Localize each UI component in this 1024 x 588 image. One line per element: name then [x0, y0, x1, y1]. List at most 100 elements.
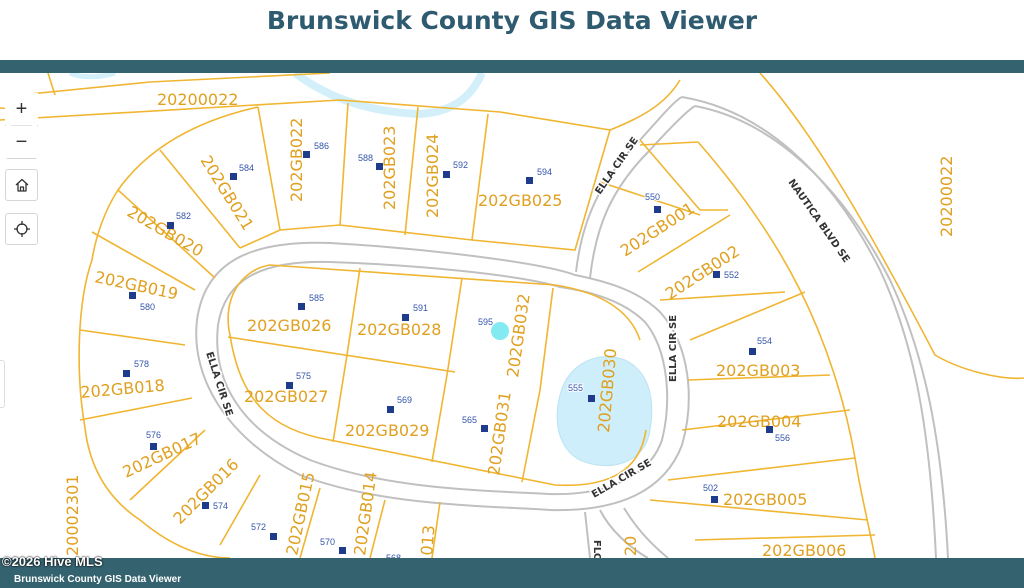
parcel-label: 20	[621, 536, 640, 556]
watermark: ©2026 Hive MLS	[2, 554, 103, 569]
parcel-label: 20002301	[63, 475, 82, 556]
address-marker[interactable]	[167, 222, 174, 229]
address-marker[interactable]	[588, 395, 595, 402]
address-marker[interactable]	[286, 382, 293, 389]
map-canvas[interactable]: ELLA CIR SE ELLA CIR SE ELLA CIR SE ELLA…	[0, 73, 1024, 558]
road-nautica-blvd	[681, 96, 937, 558]
zoom-out-button[interactable]: −	[5, 126, 38, 158]
locate-button[interactable]	[5, 213, 38, 245]
parcel-label: 202GB024	[423, 134, 442, 218]
selected-location-dot[interactable]	[491, 322, 509, 340]
address-label: 565	[462, 415, 477, 425]
home-button[interactable]	[5, 169, 38, 201]
parcel-label: 202GB031	[484, 390, 515, 476]
address-label: 578	[134, 359, 149, 369]
address-marker[interactable]	[270, 533, 277, 540]
roads	[195, 96, 949, 558]
parcel-label: 202GB019	[93, 267, 180, 303]
address-label: 574	[213, 501, 228, 511]
side-panel-handle[interactable]	[0, 360, 5, 408]
parcel-label: 202GB016	[169, 455, 242, 528]
header: Brunswick County GIS Data Viewer	[0, 0, 1024, 60]
address-label: 502	[703, 483, 718, 493]
address-label: 568	[386, 553, 401, 558]
parcel-label: 202GB020	[124, 202, 207, 261]
parcel-lines	[0, 73, 1024, 558]
address-marker[interactable]	[376, 163, 383, 170]
address-marker[interactable]	[713, 271, 720, 278]
address-label: 594	[537, 167, 552, 177]
parcel-label: 20200022	[157, 90, 238, 109]
parcel-label: 20200022	[937, 156, 956, 237]
road-ella-cir-ne-2	[589, 105, 696, 279]
address-label: 595	[478, 317, 493, 327]
address-marker[interactable]	[150, 443, 157, 450]
address-label: 582	[176, 211, 191, 221]
address-label: 586	[314, 141, 329, 151]
address-marker[interactable]	[749, 348, 756, 355]
address-label: 584	[239, 163, 254, 173]
road-ella-cir-ne	[575, 96, 683, 273]
parcel-label: 202GB028	[357, 320, 441, 339]
address-marker[interactable]	[481, 425, 488, 432]
address-label: 572	[251, 522, 266, 532]
address-marker[interactable]	[303, 151, 310, 158]
address-marker[interactable]	[654, 206, 661, 213]
address-label: 592	[453, 160, 468, 170]
road-ella-cir-inner	[216, 260, 669, 496]
address-marker[interactable]	[526, 177, 533, 184]
address-label: 554	[757, 336, 772, 346]
address-marker[interactable]	[123, 370, 130, 377]
parcel-label: 202GB017	[120, 429, 205, 482]
address-marker[interactable]	[202, 502, 209, 509]
parcel-label: 202GB005	[723, 490, 807, 509]
address-marker[interactable]	[766, 426, 773, 433]
footer-title: Brunswick County GIS Data Viewer	[14, 574, 182, 585]
parcel-label: 202GB004	[717, 412, 801, 431]
parcel-label: 202GB023	[380, 126, 399, 210]
parcel-label: 202GB029	[345, 421, 429, 440]
address-label: 585	[309, 293, 324, 303]
parcel-label: 013	[417, 524, 439, 556]
address-label: 588	[358, 153, 373, 163]
parcel-label: 202GB022	[287, 118, 306, 202]
address-marker[interactable]	[339, 547, 346, 554]
parcel-label: 202GB003	[716, 361, 800, 380]
address-marker[interactable]	[443, 171, 450, 178]
street-label: ELLA CIR SE	[668, 315, 679, 382]
address-marker[interactable]	[230, 173, 237, 180]
address-marker[interactable]	[711, 496, 718, 503]
water-stream-2	[68, 73, 116, 80]
address-marker[interactable]	[402, 314, 409, 321]
address-label: 575	[296, 371, 311, 381]
road-ella-cir-outer	[195, 241, 690, 512]
address-marker[interactable]	[298, 303, 305, 310]
road-ella-cir-s-2	[623, 507, 669, 558]
address-marker[interactable]	[129, 292, 136, 299]
road-flo	[584, 511, 591, 558]
address-label: 552	[724, 270, 739, 280]
address-label: 580	[140, 302, 155, 312]
address-marker[interactable]	[387, 406, 394, 413]
map-view[interactable]: ELLA CIR SE ELLA CIR SE ELLA CIR SE ELLA…	[0, 73, 1024, 558]
parcel-label: 202GB018	[80, 376, 166, 402]
zoom-divider	[11, 125, 32, 126]
water-stream	[292, 73, 486, 119]
address-labels: 586 588 592 594 584 582 580 578 576 574 …	[133, 140, 791, 558]
address-label: 591	[413, 303, 428, 313]
home-icon	[15, 178, 28, 192]
zoom-in-button[interactable]: +	[5, 93, 38, 125]
parcel-label: 202GB006	[762, 541, 846, 558]
plus-icon: +	[15, 97, 28, 120]
address-label: 569	[397, 395, 412, 405]
street-label: FLO	[591, 540, 602, 558]
address-label: 556	[775, 433, 790, 443]
pond	[556, 356, 653, 466]
road-nautica-blvd-2	[694, 105, 949, 558]
address-label: 555	[568, 383, 583, 393]
address-label: 576	[146, 430, 161, 440]
parcel-label: 202GB027	[244, 387, 328, 406]
parcel-label: 202GB026	[247, 316, 331, 335]
address-label: 570	[320, 537, 335, 547]
page-title: Brunswick County GIS Data Viewer	[266, 6, 758, 35]
